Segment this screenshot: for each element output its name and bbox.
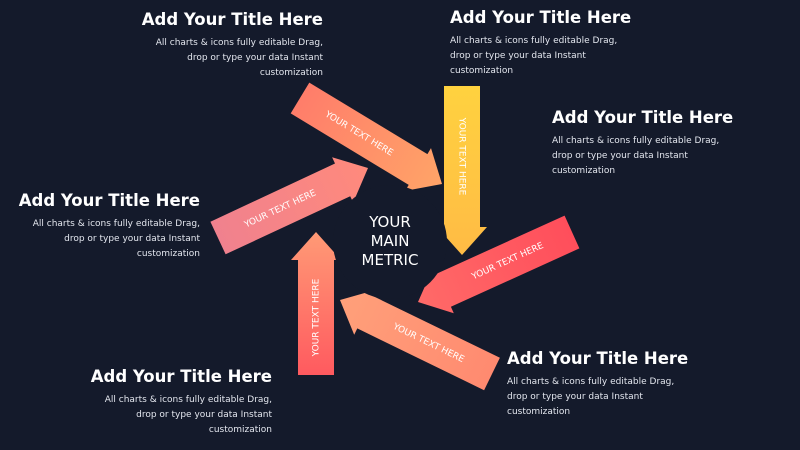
block-description: All charts & icons fully editable Drag, …: [507, 375, 727, 420]
desc-line: All charts & icons fully editable Drag,: [32, 219, 200, 229]
arrow-shape: [340, 289, 500, 391]
text-block-top-left: Add Your Title Here All charts & icons f…: [103, 10, 323, 81]
text-block-right: Add Your Title Here All charts & icons f…: [552, 108, 772, 179]
desc-line: drop or type your data Instant: [507, 392, 643, 402]
arrow-1: YOUR TEXT HERE: [291, 232, 341, 375]
desc-line: All charts & icons fully editable Drag,: [507, 377, 675, 387]
block-description: All charts & icons fully editable Drag, …: [552, 134, 772, 179]
desc-line: customization: [136, 249, 200, 259]
desc-line: customization: [552, 166, 616, 176]
block-title: Add Your Title Here: [552, 108, 734, 127]
arrow-shape: [290, 82, 442, 191]
block-description: All charts & icons fully editable Drag, …: [450, 34, 670, 79]
arrow-shape: [437, 86, 487, 255]
arrow-4: YOUR TEXT HERE: [437, 86, 487, 255]
block-title: Add Your Title Here: [141, 10, 323, 29]
arrow-label: YOUR TEXT HERE: [312, 278, 322, 357]
desc-line: drop or type your data Instant: [552, 151, 688, 161]
arrow-6: YOUR TEXT HERE: [340, 289, 500, 391]
desc-line: customization: [450, 66, 514, 76]
center-line-1: YOUR: [368, 213, 411, 231]
text-block-left: Add Your Title Here All charts & icons f…: [0, 191, 200, 262]
arrow-label: YOUR TEXT HERE: [457, 117, 467, 196]
block-title: Add Your Title Here: [18, 191, 200, 210]
desc-line: customization: [259, 68, 323, 78]
center-hub: YOUR MAIN METRIC: [333, 185, 447, 299]
desc-line: All charts & icons fully editable Drag,: [450, 36, 618, 46]
text-block-bottom-right: Add Your Title Here All charts & icons f…: [507, 349, 727, 420]
block-title: Add Your Title Here: [90, 367, 272, 386]
center-line-2: MAIN: [371, 232, 410, 250]
block-title: Add Your Title Here: [507, 349, 689, 368]
text-block-top-right: Add Your Title Here All charts & icons f…: [450, 8, 670, 79]
arrow-shape: [418, 215, 580, 314]
text-block-bottom-left: Add Your Title Here All charts & icons f…: [52, 367, 272, 438]
center-circle: [333, 185, 447, 299]
arrow-shape: [210, 157, 368, 255]
center-line-3: METRIC: [362, 251, 419, 269]
desc-line: drop or type your data Instant: [64, 234, 200, 244]
desc-line: All charts & icons fully editable Drag,: [155, 38, 323, 48]
block-title: Add Your Title Here: [450, 8, 632, 27]
block-description: All charts & icons fully editable Drag, …: [0, 217, 200, 262]
desc-line: All charts & icons fully editable Drag,: [552, 136, 720, 146]
desc-line: drop or type your data Instant: [450, 51, 586, 61]
block-description: All charts & icons fully editable Drag, …: [52, 393, 272, 438]
block-description: All charts & icons fully editable Drag, …: [103, 36, 323, 81]
desc-line: drop or type your data Instant: [187, 53, 323, 63]
desc-line: customization: [208, 425, 272, 435]
arrow-shape: [291, 232, 341, 375]
desc-line: customization: [507, 407, 571, 417]
desc-line: drop or type your data Instant: [136, 410, 272, 420]
desc-line: All charts & icons fully editable Drag,: [104, 395, 272, 405]
